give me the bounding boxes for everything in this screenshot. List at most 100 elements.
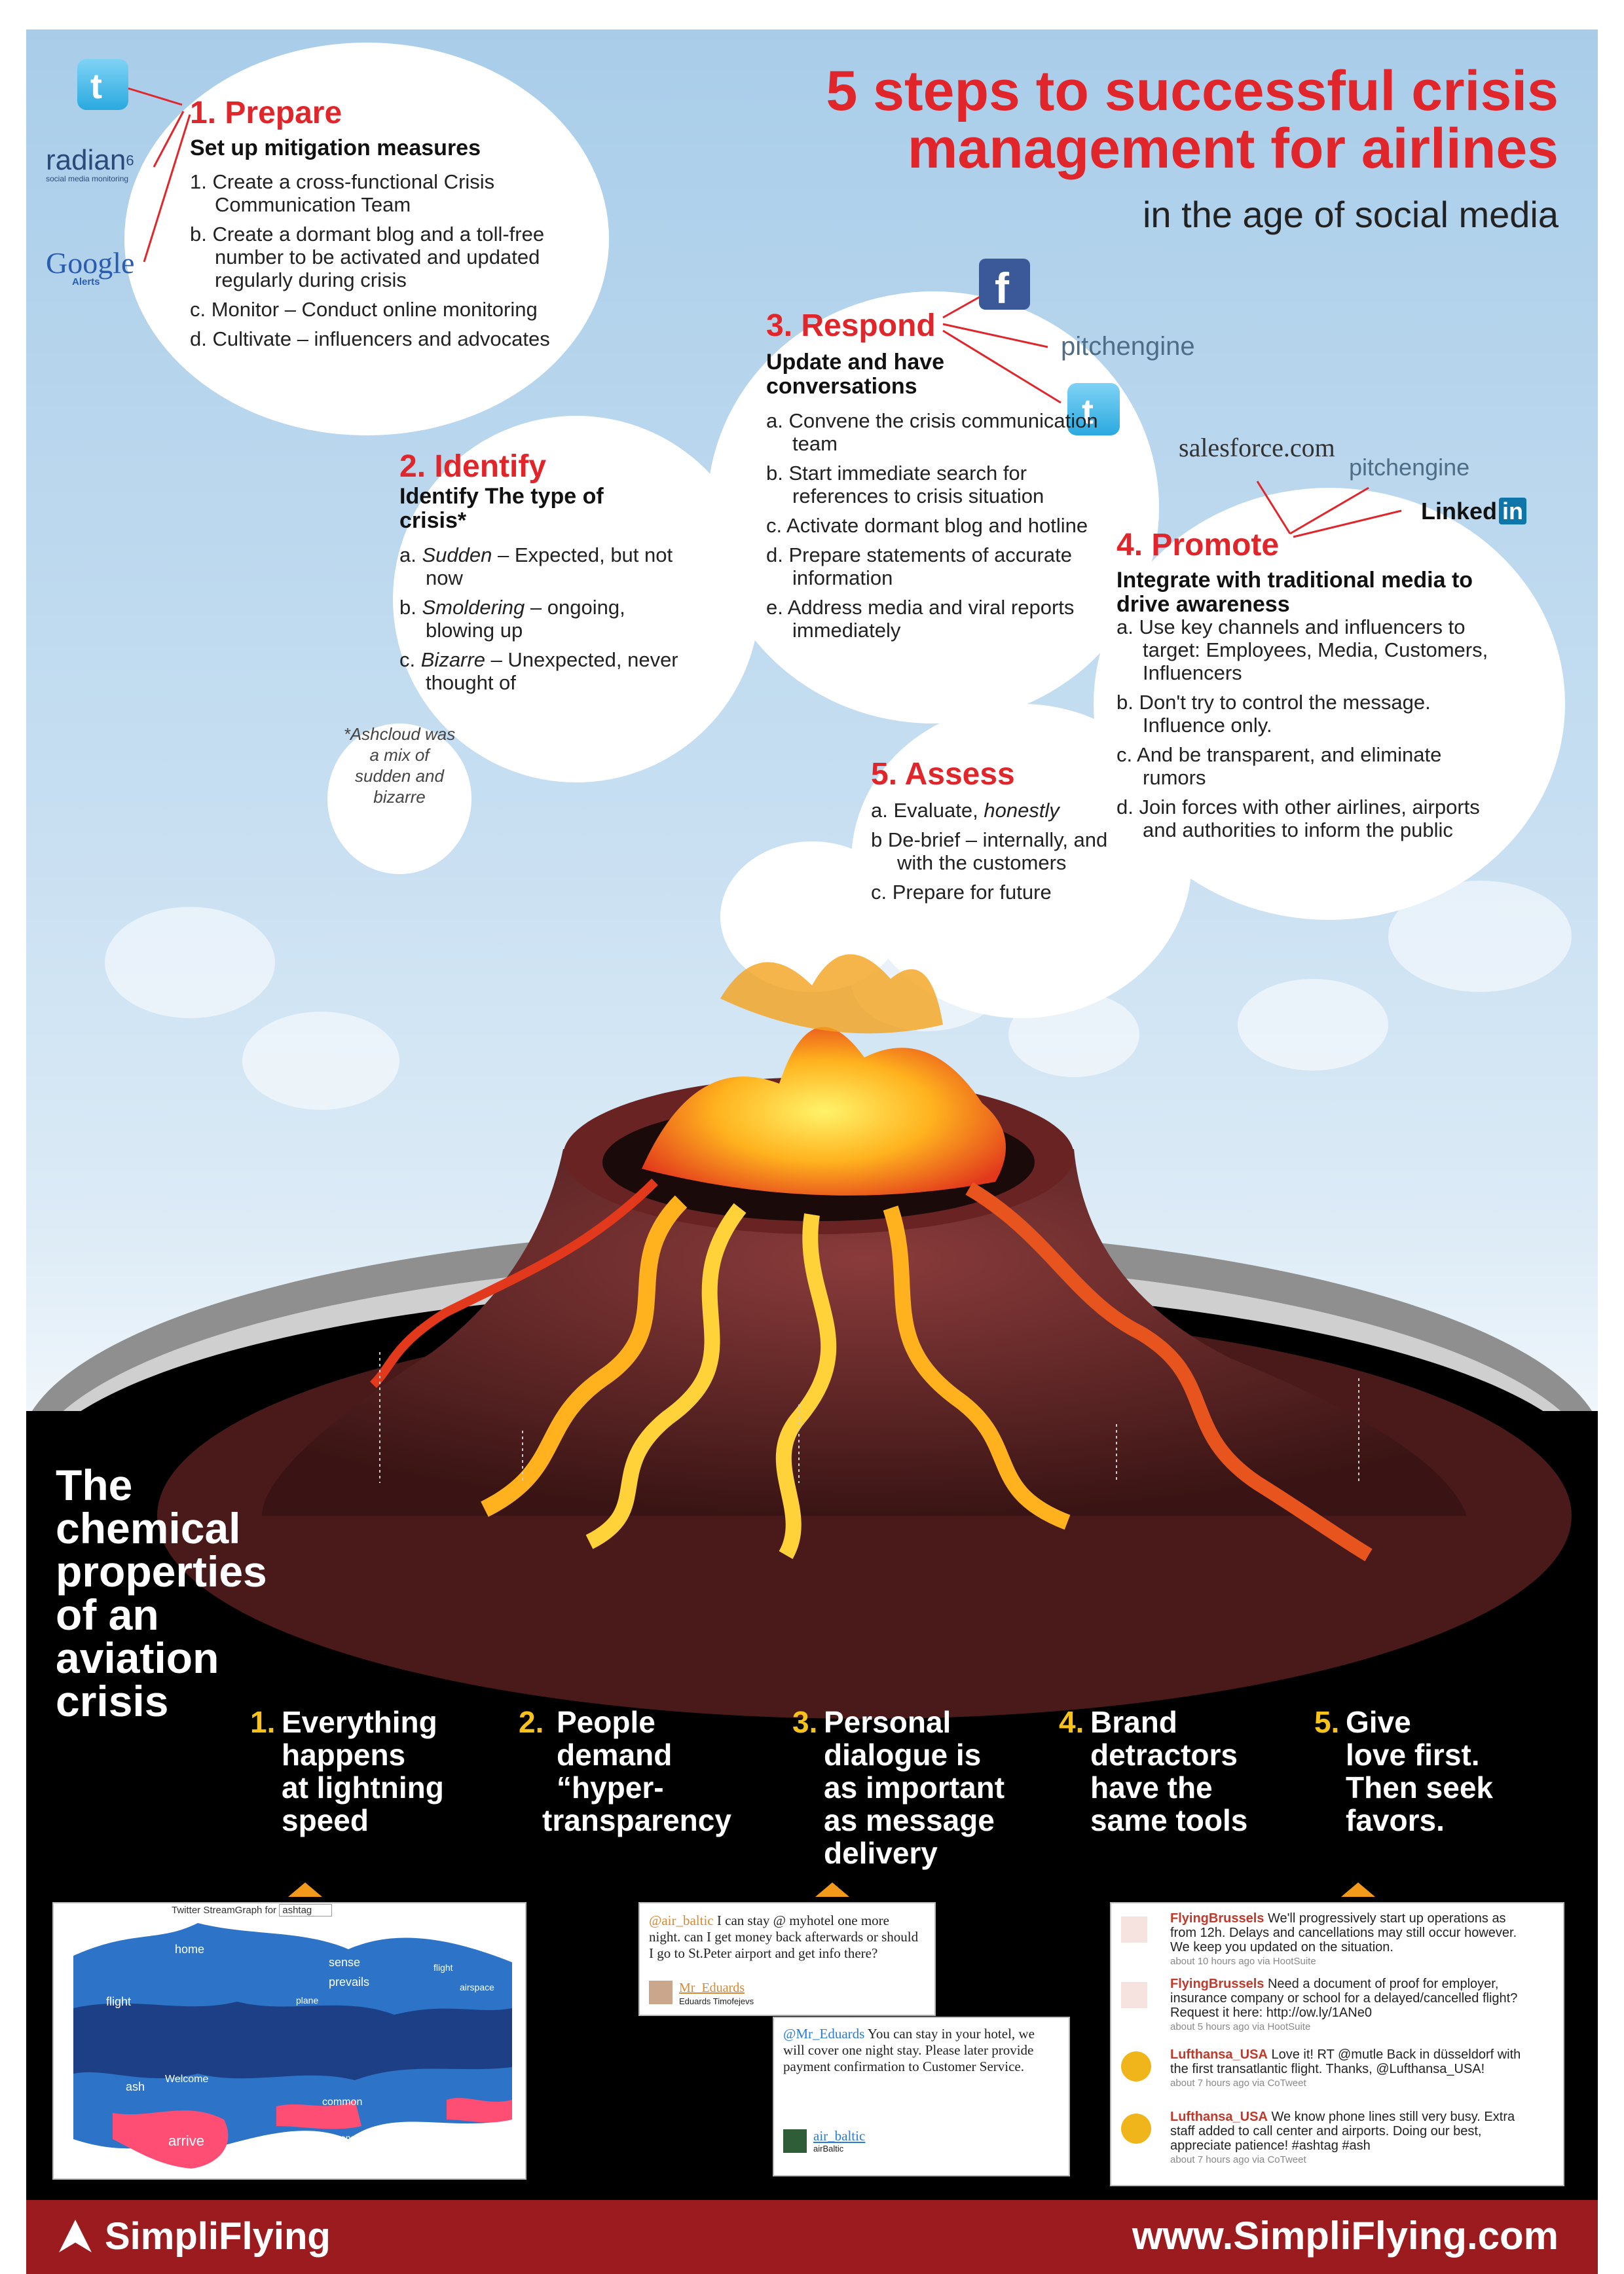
property-number: 1. xyxy=(250,1705,276,1739)
svg-text:t: t xyxy=(1082,392,1094,431)
connector-lines xyxy=(128,87,1402,538)
pointer-arrow xyxy=(1341,1882,1375,1897)
step4-heading: 4. Promote xyxy=(1116,528,1280,562)
pointer-arrow xyxy=(288,1882,322,1897)
step2-subheading: Identify The type of crisis* xyxy=(399,484,604,533)
chem-line: The xyxy=(56,1461,133,1509)
google-name: Google xyxy=(46,246,135,280)
property-number: 2. xyxy=(519,1705,544,1739)
item-rest: – Expected, but not now xyxy=(426,543,673,589)
feed-meta: about 7 hours ago via CoTweet xyxy=(1170,2154,1306,2165)
property-line: detractors xyxy=(1090,1738,1238,1772)
tweet-handle[interactable]: @air_baltic xyxy=(649,1913,714,1928)
chem-line: aviation xyxy=(56,1634,219,1682)
feed-body: We know phone lines still very busy. Ext… xyxy=(1170,2110,1515,2153)
feed-text: Lufthansa_USA Love it! RT @mutle Back in… xyxy=(1170,2047,1534,2076)
svg-text:t: t xyxy=(90,67,102,106)
step4-list: a. Use key channels and influencers to t… xyxy=(1116,615,1509,848)
item-prefix: c. xyxy=(399,648,416,671)
feed-item: FlyingBrussels We'll progressively start… xyxy=(1121,1911,1534,1969)
property-line: People xyxy=(557,1705,655,1739)
pointer-lines xyxy=(379,1352,1359,1483)
property-number: 5. xyxy=(1314,1705,1340,1739)
step1-list: 1. Create a cross-functional Crisis Comm… xyxy=(190,170,557,357)
item-term: Smoldering xyxy=(422,596,525,619)
step4-item: d. Join forces with other airlines, airp… xyxy=(1116,796,1480,841)
streamgraph-title: Twitter StreamGraph for ashtag xyxy=(172,1904,333,1916)
stream-word: flight xyxy=(106,1995,132,2008)
radian6-name: radian xyxy=(46,144,126,176)
step3-subheading: Update and have conversations xyxy=(766,350,945,399)
property-line: love first. xyxy=(1346,1738,1480,1772)
flyingbrussels-avatar xyxy=(1121,1982,1147,2008)
stream-word: flight xyxy=(434,1962,453,1973)
tweet-username[interactable]: Mr_Eduards xyxy=(679,1981,745,1995)
property-3: 3. Personal dialogue is as important as … xyxy=(792,1705,1005,1870)
stream-word: arrive xyxy=(168,2133,205,2149)
property-line: Then seek xyxy=(1346,1770,1493,1805)
lufthansa-avatar xyxy=(1121,2114,1151,2144)
step3-item: c. Activate dormant blog and hotline xyxy=(766,514,1088,537)
property-line: as important xyxy=(824,1770,1005,1805)
streamgraph-query-input[interactable]: ashtag xyxy=(279,1904,333,1916)
property-line: Personal xyxy=(824,1705,951,1739)
feed-username[interactable]: Lufthansa_USA xyxy=(1170,2110,1268,2124)
property-line: Brand xyxy=(1090,1705,1177,1739)
item-term: Bizarre xyxy=(420,648,485,671)
stream-word: airspace xyxy=(460,1982,494,1992)
feed-item: FlyingBrussels Need a document of proof … xyxy=(1121,1977,1534,2034)
page-subtitle: in the age of social media xyxy=(1142,194,1559,235)
feed-text: FlyingBrussels Need a document of proof … xyxy=(1170,1977,1534,2020)
avatar xyxy=(649,1981,673,2004)
step3-list: a. Convene the crisis communication team… xyxy=(766,409,1107,648)
website-link[interactable]: www.SimpliFlying.com xyxy=(1132,2214,1559,2258)
stream-word: sense xyxy=(329,1956,361,1969)
property-number: 3. xyxy=(792,1705,818,1739)
stream-word: plane xyxy=(296,1995,319,2006)
feed-item: Lufthansa_USA We know phone lines still … xyxy=(1121,2110,1534,2167)
feed-username[interactable]: FlyingBrussels xyxy=(1170,1911,1264,1926)
step2-item: a. Sudden – Expected, but not now xyxy=(399,543,688,589)
feed-username[interactable]: Lufthansa_USA xyxy=(1170,2047,1268,2062)
tweet-body: I can stay @ myhotel one more night. can… xyxy=(649,1913,919,1961)
linkedin-badge: in xyxy=(1499,498,1527,524)
tweet-text: @Mr_Eduards You can stay in your hotel, … xyxy=(783,2026,1058,2075)
cloud-puff xyxy=(242,1012,399,1110)
stream-word: home xyxy=(175,1943,205,1956)
step1-subheading: Set up mitigation measures xyxy=(190,136,481,160)
tweet-fullname: airBaltic xyxy=(813,2144,844,2154)
brand-name: SimpliFlying xyxy=(105,2215,331,2258)
property-line: delivery xyxy=(824,1836,938,1870)
google-tag: Alerts xyxy=(72,276,100,287)
chemical-properties-heading: The chemical properties of an aviation c… xyxy=(56,1463,267,1723)
feed-body: Love it! RT @mutle Back in düsseldorf wi… xyxy=(1170,2047,1521,2076)
lufthansa-avatar xyxy=(1121,2051,1151,2081)
chem-line: chemical xyxy=(56,1504,241,1552)
facebook-icon: f xyxy=(979,259,1030,312)
step3-item: a. Convene the crisis communication team xyxy=(766,409,1098,455)
ashcloud-note: *Ashcloud was a mix of sudden and bizarr… xyxy=(343,724,456,807)
property-line: demand xyxy=(557,1738,673,1772)
property-line: as message xyxy=(824,1803,995,1837)
cloud-puff xyxy=(105,907,275,1018)
avatar xyxy=(783,2129,807,2153)
property-line: “hyper- xyxy=(557,1770,664,1805)
note-cloud xyxy=(327,724,471,874)
linkedin-text: Linked xyxy=(1421,498,1498,524)
property-line: same tools xyxy=(1090,1803,1248,1837)
step5-item: a. Evaluate, honestly xyxy=(871,799,1133,822)
tweet-username[interactable]: air_baltic xyxy=(813,2128,866,2144)
stream-word: common xyxy=(322,2097,363,2108)
google-alerts-logo: Google Alerts xyxy=(46,246,157,287)
radian6-logo: radian6 social media monitoring xyxy=(46,144,157,183)
property-line: Everything xyxy=(282,1705,437,1739)
item-prefix: a. Evaluate, xyxy=(871,799,984,822)
step3-item: e. Address media and viral reports immed… xyxy=(766,596,1075,642)
stream-word: prevails xyxy=(329,1975,370,1989)
step3-heading: 3. Respond xyxy=(766,308,936,343)
tweet-handle[interactable]: @Mr_Eduards xyxy=(783,2026,865,2042)
item-prefix: b De-brief – internally, and with the cu… xyxy=(871,828,1108,874)
feed-username[interactable]: FlyingBrussels xyxy=(1170,1977,1264,1991)
property-1: 1. Everything happens at lightning speed xyxy=(250,1705,444,1837)
